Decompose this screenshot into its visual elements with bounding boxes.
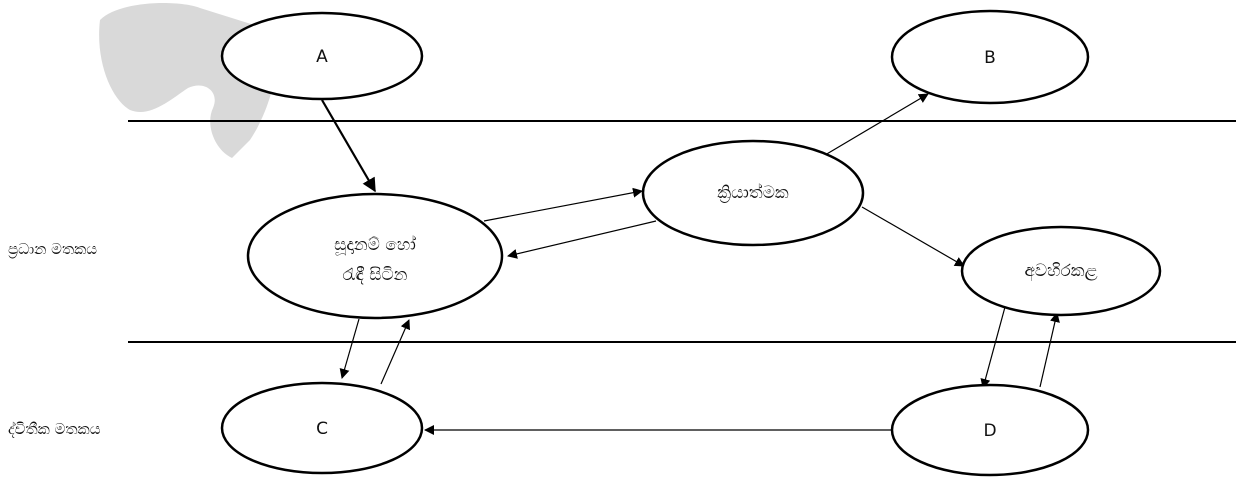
edge-d-to-blocked [1039,312,1060,388]
secondary-memory-label: ද්විතීක මතකය [8,420,101,438]
node-ready: සූදානම් හෝ රැඳී සිටින [246,192,504,320]
edge-a-to-ready [321,99,376,193]
edge-blocked-to-d [980,306,1006,389]
node-blocked-label: අවහිරකළ [1024,261,1097,282]
node-running-label: ක්‍රියාත්මක [717,183,789,203]
node-ready-label-line1: සූදානම් හෝ [334,235,416,255]
node-a-label: A [316,47,328,67]
edge-running-to-ready [507,220,657,259]
node-a: A [220,11,424,101]
primary-memory-label: ප්‍රධාන මතකය [8,240,97,259]
edge-c-to-ready [380,319,410,385]
node-blocked: අවහිරකළ [960,225,1162,317]
edge-ready-to-c [339,318,360,379]
node-b-label: B [984,48,996,68]
node-b: B [890,9,1090,105]
edge-running-to-b [819,93,929,159]
node-running: ක්‍රියාත්මක [641,139,865,247]
node-c: C [220,381,424,475]
node-d-label: D [983,421,996,441]
node-d: D [890,383,1090,477]
node-c-label: C [316,419,328,439]
edge-running-to-blocked [861,206,965,267]
node-ready-label-line2: රැඳී සිටින [343,265,408,285]
edge-ready-to-running [483,187,643,222]
edges [321,93,1060,435]
